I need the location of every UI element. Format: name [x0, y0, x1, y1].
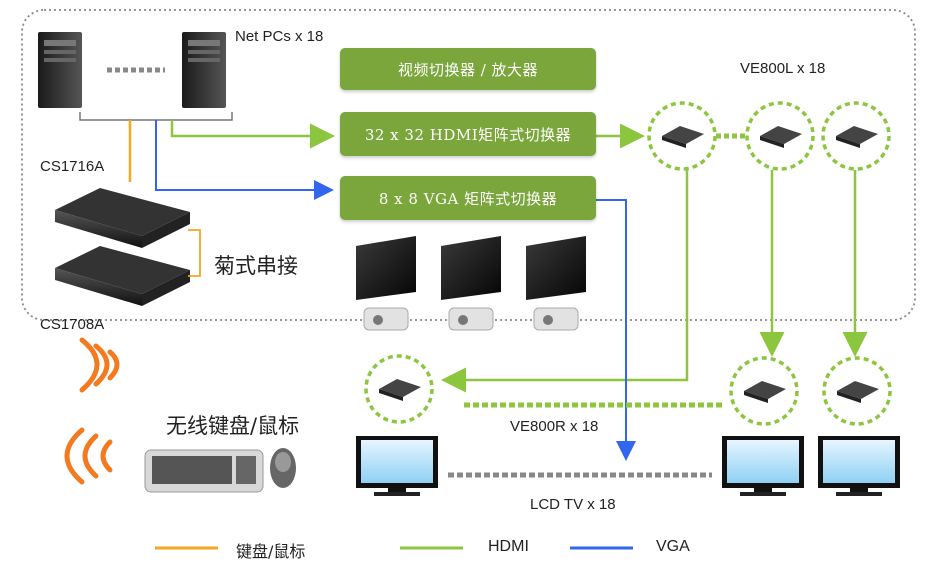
wireless-keyboard-mouse-label: 无线键盘/鼠标	[166, 414, 300, 438]
pc-tower-left	[38, 32, 82, 108]
vga-line-to-lcd	[596, 199, 636, 461]
pc-bracket	[79, 112, 233, 121]
ve800l-label: VE800L x 18	[740, 60, 826, 77]
ve800r-label: VE800R x 18	[510, 418, 599, 435]
ve800r-receiver-left	[364, 354, 434, 424]
legend-vga-label: VGA	[656, 538, 690, 555]
projector-screen-3	[526, 236, 586, 300]
projector-3	[533, 307, 579, 331]
kvm-switch-cs1708a	[55, 246, 190, 306]
hdmi-matrix-box: 32 x 32 HDMI矩阵式切换器	[340, 112, 596, 156]
kvm-switch-cs1716a	[55, 188, 190, 248]
video-switch-box: 视频切换器 / 放大器	[340, 48, 596, 90]
wireless-waves-lower	[64, 427, 113, 485]
projector-1	[363, 307, 409, 331]
mouse-icon	[270, 448, 296, 488]
legend-hdmi-label: HDMI	[488, 538, 529, 555]
ve800l-extender-3	[821, 101, 891, 171]
lcd-tv-right	[818, 436, 900, 496]
cs1708a-label: CS1708A	[40, 316, 105, 333]
cs1716a-label: CS1716A	[40, 158, 105, 175]
server-room-boundary	[21, 9, 916, 321]
keyboard-icon	[144, 449, 264, 493]
vga-line-pc	[155, 120, 334, 200]
lcd-tv-left	[356, 436, 438, 496]
projector-2	[448, 307, 494, 331]
net-pcs-label: Net PCs x 18	[235, 28, 324, 45]
lcd-tv-label: LCD TV x 18	[530, 496, 616, 513]
ve800l-extender-1	[647, 101, 717, 171]
daisy-chain-bracket	[188, 229, 201, 277]
ve800r-receiver-right	[822, 356, 892, 426]
vga-matrix-box: 8 x 8 VGA 矩阵式切换器	[340, 176, 596, 220]
legend-keyboard-mouse-label: 键盘/鼠标	[236, 542, 306, 561]
daisy-chain-label: 菊式串接	[214, 254, 298, 278]
lcd-tv-mid	[722, 436, 804, 496]
pc-tower-right	[182, 32, 226, 108]
wireless-waves-upper	[79, 337, 120, 393]
hdmi-line-to-ve800r-left	[441, 170, 689, 393]
ve800r-receiver-mid	[729, 356, 799, 426]
projector-screen-2	[441, 236, 501, 300]
hdmi-line-pc	[170, 120, 335, 149]
projector-screen-1	[356, 236, 416, 300]
ve800l-extender-2	[745, 101, 815, 171]
